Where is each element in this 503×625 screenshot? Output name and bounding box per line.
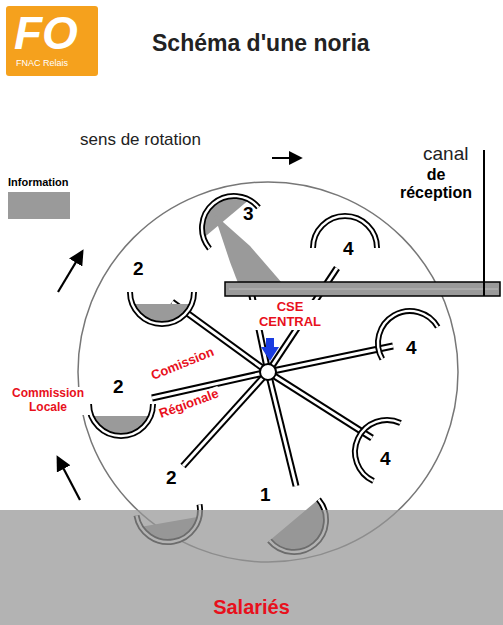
- logo-subtitle: FNAC Relais: [6, 59, 98, 69]
- rotation-label: sens de rotation: [80, 130, 201, 150]
- bucket: [366, 299, 437, 359]
- bucket-outline: [344, 409, 400, 481]
- logo-box: FOFNAC Relais: [6, 6, 98, 76]
- bucket: [344, 409, 400, 481]
- hub-arrow-head: [261, 347, 279, 361]
- callout-number: 2: [133, 258, 144, 280]
- buckets: [89, 183, 438, 565]
- channel-inner-line: [229, 289, 498, 290]
- spoke-inner: [268, 372, 372, 438]
- bucket-outline: [366, 299, 437, 359]
- callout-number: 2: [113, 376, 124, 398]
- reception-channel: [225, 282, 500, 296]
- callout-number: 4: [380, 448, 391, 470]
- spoke-inner: [268, 346, 393, 372]
- bucket-inner: [344, 409, 400, 481]
- information-box: Information: [8, 176, 80, 224]
- ground-band: Salariés: [0, 510, 503, 625]
- bucket-inner: [130, 292, 194, 324]
- callout-number: 4: [406, 337, 417, 359]
- bucket-outline: [130, 292, 194, 324]
- hub-arrow-shaft: [266, 338, 274, 348]
- logo-letters: FO: [6, 6, 98, 59]
- bucket-inner: [366, 299, 437, 359]
- rotation-arrow: [58, 252, 82, 292]
- callout-number: 2: [166, 467, 177, 489]
- wheel-rim: [78, 182, 458, 562]
- spoke-inner: [268, 372, 296, 486]
- callout-number: 3: [243, 203, 254, 225]
- information-label: Information: [8, 176, 80, 192]
- spoke: [268, 372, 296, 486]
- channel-label: de réception: [392, 166, 480, 203]
- pouring-stream: [214, 214, 282, 283]
- spoke-inner: [183, 372, 268, 466]
- bucket-outline: [89, 404, 153, 436]
- spoke: [268, 346, 393, 372]
- ground-label: Salariés: [0, 510, 503, 618]
- title: Schéma d'une noria: [152, 30, 370, 56]
- bucket: [130, 292, 194, 324]
- wheel-hub: [260, 364, 276, 380]
- bucket-inner: [89, 404, 153, 436]
- channel-post: [483, 150, 485, 296]
- commission-label: Commission Locale: [6, 387, 90, 415]
- cse-label: CSE CENTRAL: [248, 300, 332, 330]
- rotation-arrow: [272, 157, 300, 159]
- callout-number: 1: [260, 484, 271, 506]
- information-swatch: [8, 192, 70, 219]
- callout-number: 4: [343, 238, 354, 260]
- bucket: [89, 404, 153, 436]
- rotation-arrow: [58, 458, 80, 500]
- channel-label: canal: [423, 143, 468, 165]
